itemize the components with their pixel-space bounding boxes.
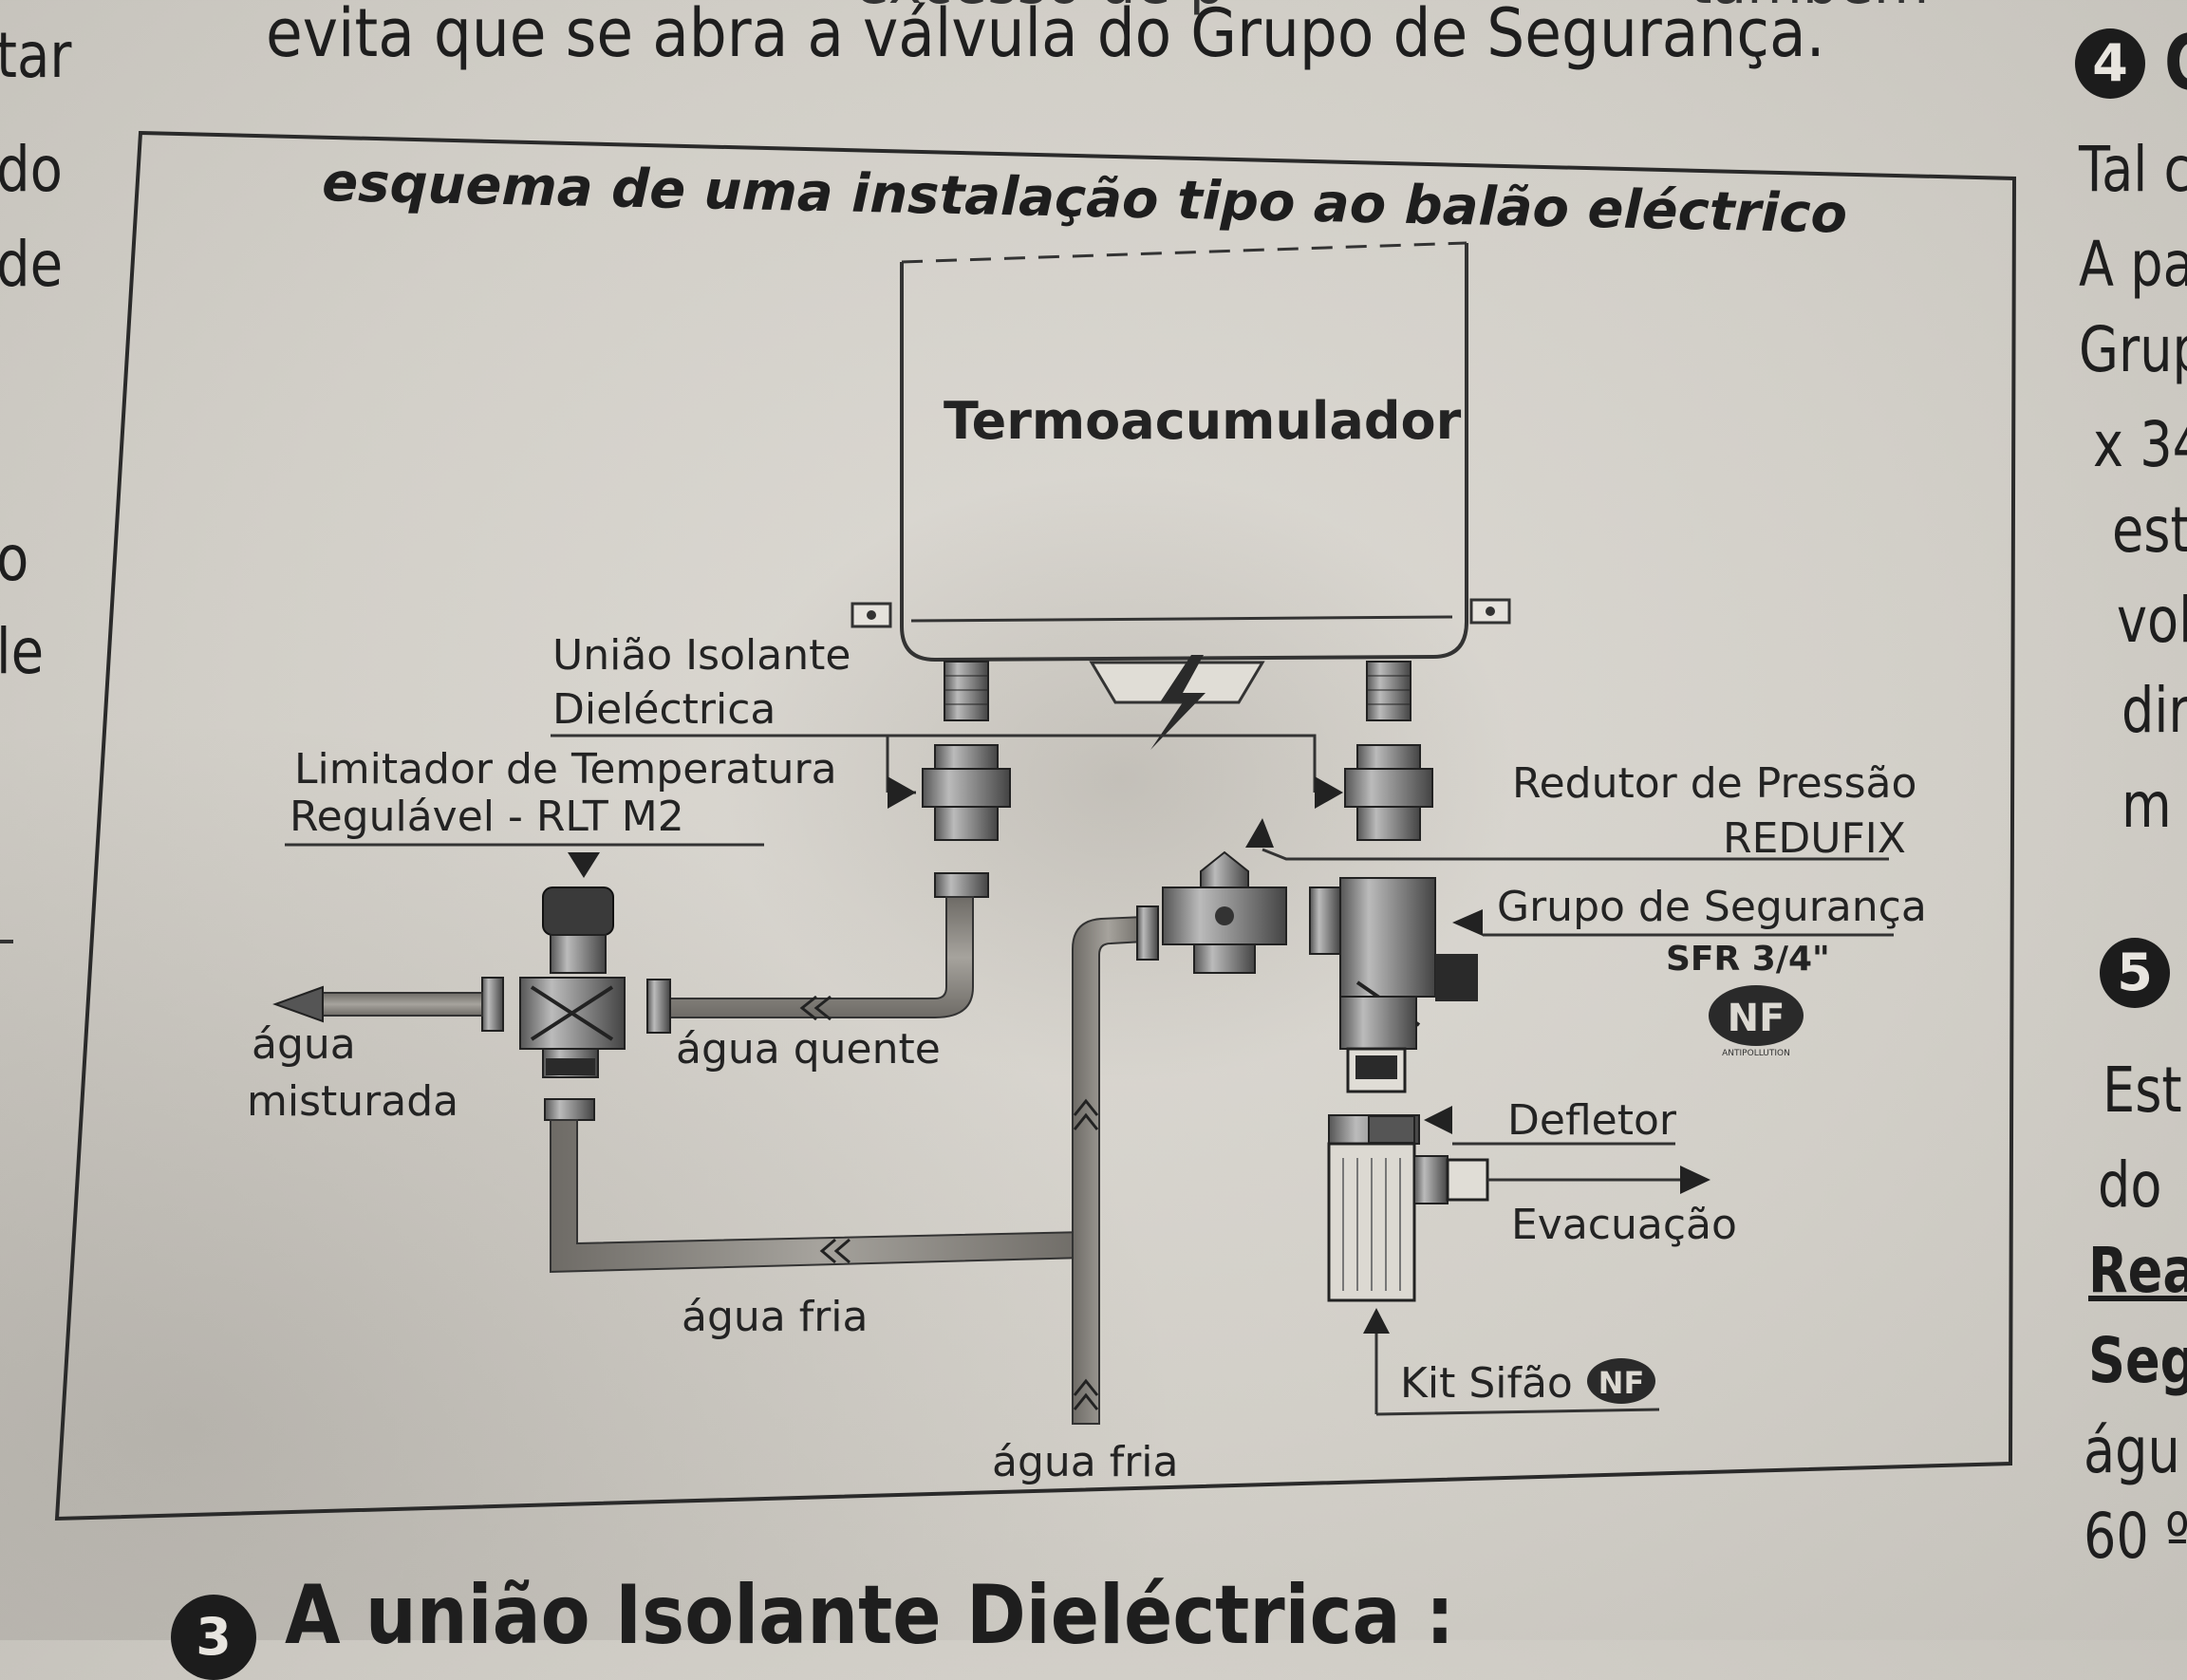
heater-label: Termoacumulador [944,391,1462,451]
right-margin-fragment: do [2098,1148,2162,1222]
lightning-icon [1150,655,1206,750]
right-margin-fragment: vol [2117,584,2187,657]
dielectric-union-cold [1344,744,1433,841]
mixed-water-label-2: misturada [247,1077,459,1126]
dielectric-union-label-1: União Isolante [552,631,851,680]
right-margin-fragment: est [2112,494,2187,567]
dielectric-union-label-2: Dieléctrica [552,685,776,734]
left-margin-fragment: de [0,228,64,301]
intro-paragraph-line: evita que se abra a válvula do Grupo de … [266,0,1825,72]
pressure-reducer-label-1: Redutor de Pressão [1512,759,1917,808]
section-number-4: 4 [2075,28,2145,99]
nf-logo-text: NF [1728,997,1785,1040]
cold-water-riser [1072,905,1159,1425]
nf-logo-caption: ANTIPOLLUTION [1722,1049,1790,1058]
safety-group-sfr [1309,877,1478,1093]
right-margin-fragment: A pa [2079,228,2187,301]
right-margin-fragment: Est [2103,1054,2182,1127]
safety-group-label-1: Grupo de Segurança [1497,883,1927,931]
right-margin-fragment: Grup [2079,313,2187,386]
section-number-5: 5 [2100,938,2170,1008]
arrow-down-icon [568,852,600,878]
mixed-water-label-1: água [252,1020,356,1069]
mixing-valve-rlt-m2 [519,887,626,1078]
pressure-reducer-redufix [1162,850,1287,974]
arrow-right-icon [1680,1166,1710,1194]
right-margin-fragment: m [2122,769,2172,842]
cut-off-text-fragment: também [1690,0,1929,17]
cut-off-text-fragment: excesso de p [854,0,1225,17]
siphon-kit-label: Kit Sifão [1400,1359,1573,1408]
nf-logo-text: NF [1598,1365,1645,1401]
hot-water-label: água quente [676,1025,941,1073]
arrow-left-icon [1452,909,1483,936]
left-margin-fragment: tar [0,19,72,92]
diagram-frame [54,130,2017,1521]
arrow-right-icon [1315,776,1343,809]
nf-logo-siphon-kit: NF [1587,1358,1655,1404]
cold-water-label-2: água fria [992,1438,1179,1486]
cold-water-inlet-nipple [1366,661,1411,721]
right-margin-fragment: Rea [2088,1234,2187,1307]
nf-logo-safety-group: NF ANTIPOLLUTION [1709,985,1804,1058]
pressure-reducer-label-2: REDUFIX [1723,814,1906,863]
right-margin-fragment: x 34 [2093,408,2187,481]
right-margin-fragment: 60 º [2084,1500,2187,1573]
right-margin-fragment: Tal c [2079,133,2187,206]
right-margin-fragment: Seg [2088,1324,2187,1397]
left-margin-fragment: le [0,615,45,688]
safety-group-label-2: SFR 3/4" [1666,940,1830,979]
siphon-kit [1327,1114,1489,1302]
left-margin-fragment: do [0,133,63,206]
evacuation-label: Evacuação [1511,1201,1737,1249]
arrow-right-icon [888,776,916,809]
left-margin-fragment: o [0,522,28,595]
right-margin-fragment: dir [2122,674,2187,747]
heater-tank [850,241,1511,750]
arrow-left-icon [1424,1106,1452,1134]
cold-water-label-1: água fria [682,1293,869,1341]
temperature-limiter-label-2: Regulável - RLT M2 [290,793,684,841]
hot-water-outlet-nipple [944,661,989,721]
arrow-up-icon [1245,818,1274,848]
deflector-label: Defletor [1507,1096,1676,1145]
dielectric-union-hot [922,744,1011,841]
temperature-limiter-label-1: Limitador de Temperatura [294,745,837,793]
margin-dash [0,940,13,943]
right-margin-fragment: águ [2084,1414,2180,1487]
mixed-water-pipe [272,977,504,1032]
installation-diagram: NF ANTIPOLLUTION NF [54,130,2017,1521]
hot-water-pipe [646,872,989,1034]
arrow-up-icon [1363,1308,1390,1334]
cold-water-pipe-to-mixer [544,1098,1088,1274]
